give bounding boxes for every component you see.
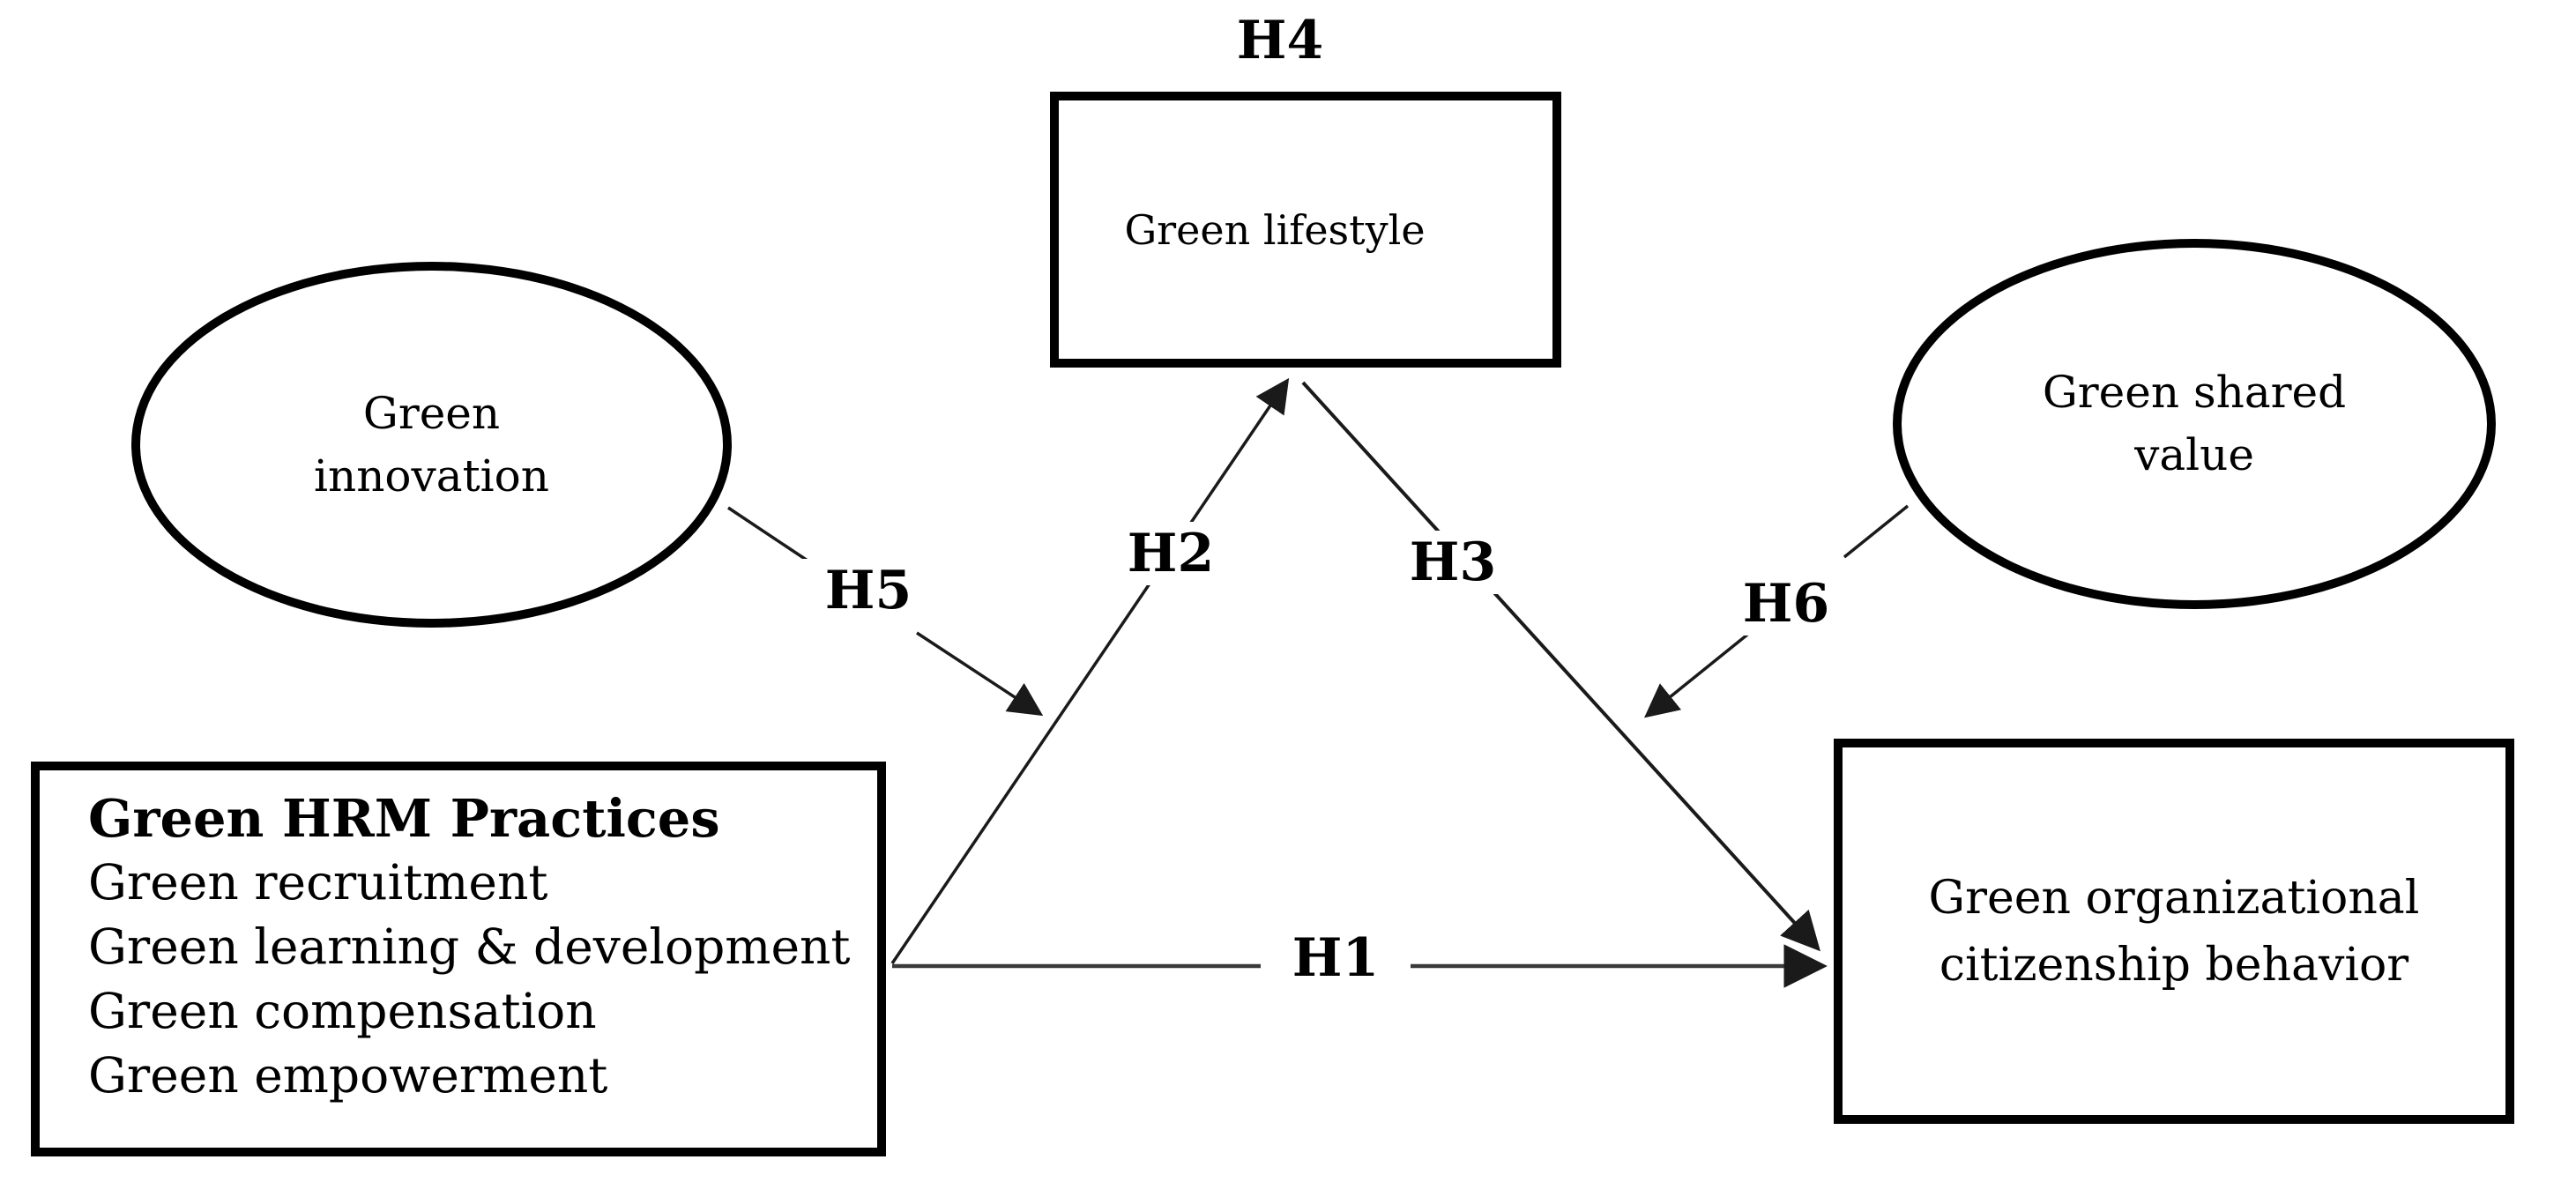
- node-green-shared-value-line2: value: [2134, 429, 2254, 480]
- h2-arrow-line: [890, 377, 1290, 964]
- hypothesis-label-h3: H3: [1387, 531, 1519, 594]
- hypothesis-label-h4: H4: [1236, 10, 1324, 71]
- node-green-hrm-practices: Green HRM Practices Green recruitment Gr…: [31, 762, 886, 1156]
- node-green-innovation: Green innovation: [131, 262, 732, 628]
- node-green-organizational-citizenship-behavior: Green organizational citizenship behavio…: [1834, 739, 2514, 1124]
- h6-arrow-line-lower: [1644, 626, 1758, 718]
- hrm-item-learning-development: Green learning & development: [88, 918, 851, 975]
- h3-arrow-line: [1301, 381, 1820, 952]
- node-green-shared-value: Green shared value: [1893, 239, 2496, 609]
- hrm-title: Green HRM Practices: [88, 788, 720, 849]
- node-gocb-line1: Green organizational: [1928, 871, 2420, 925]
- hrm-item-compensation: Green compensation: [88, 983, 597, 1039]
- node-green-innovation-line1: Green: [362, 387, 501, 439]
- node-green-innovation-line2: innovation: [314, 450, 549, 502]
- h5-arrow-line-upper: [727, 506, 808, 562]
- h5-arrow-line-lower: [916, 631, 1044, 717]
- hypothesis-label-h1: H1: [1261, 926, 1411, 990]
- node-green-lifestyle-label: Green lifestyle: [1124, 205, 1426, 254]
- hrm-item-recruitment: Green recruitment: [88, 854, 548, 911]
- node-green-lifestyle: Green lifestyle: [1050, 92, 1561, 368]
- node-gocb-line2: citizenship behavior: [1939, 938, 2409, 992]
- hypothesis-label-h5: H5: [802, 559, 934, 622]
- node-green-shared-value-line1: Green shared: [2042, 367, 2347, 418]
- h6-arrow-line-upper: [1843, 504, 1910, 559]
- hypothesis-label-h2: H2: [1105, 522, 1237, 585]
- hrm-item-empowerment: Green empowerment: [88, 1047, 608, 1104]
- hypothesis-label-h6: H6: [1720, 572, 1852, 636]
